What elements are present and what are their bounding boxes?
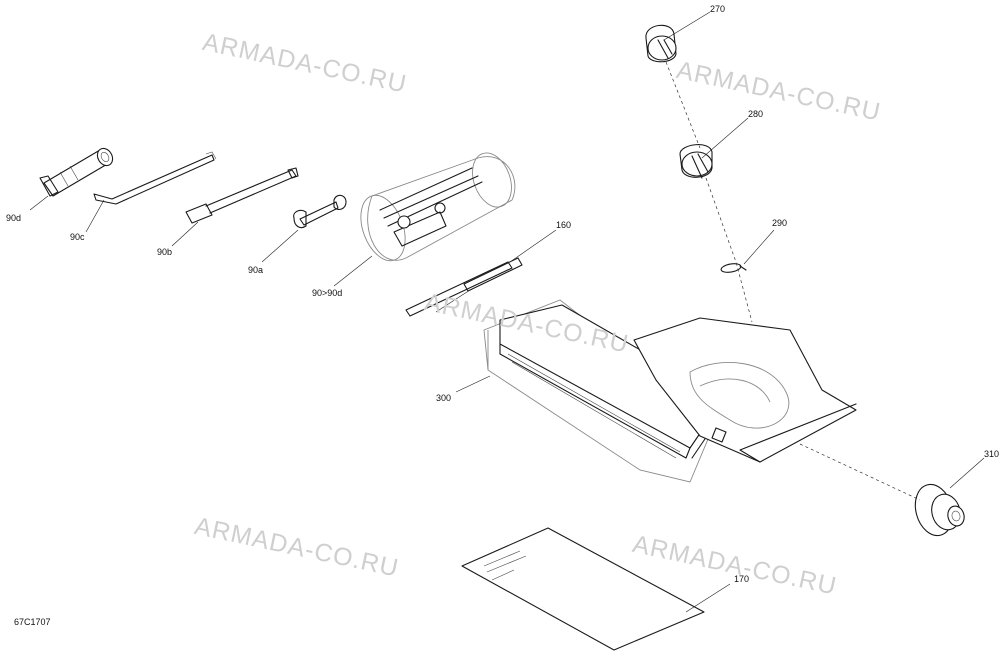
handle-tool [405,257,523,317]
callout-310: 310 [984,449,999,459]
callout-90a: 90a [248,265,263,275]
tool-kit-case [360,152,516,262]
document-id: 67C1707 [14,617,51,627]
extension-bar [185,167,299,224]
open-wrench [293,194,347,229]
callout-280: 280 [748,109,763,119]
clip-ring [720,263,747,273]
bent-wrench [93,151,217,205]
callout-90c: 90c [70,232,85,242]
storage-box [483,299,857,483]
cap-nut [914,483,965,537]
operator-manual [461,527,705,651]
callout-90d: 90d [6,213,21,223]
spark-plug-socket [39,147,114,197]
callout-90b: 90b [157,247,172,257]
callout-160: 160 [556,220,571,230]
callout-290: 290 [772,218,787,228]
callout-270: 270 [710,4,725,14]
callout-300: 300 [436,393,451,403]
callout-170: 170 [734,574,749,584]
storage-cap-knob [645,24,677,63]
callout-90-90d: 90>90d [312,288,342,298]
storage-cap-knob [679,144,713,179]
